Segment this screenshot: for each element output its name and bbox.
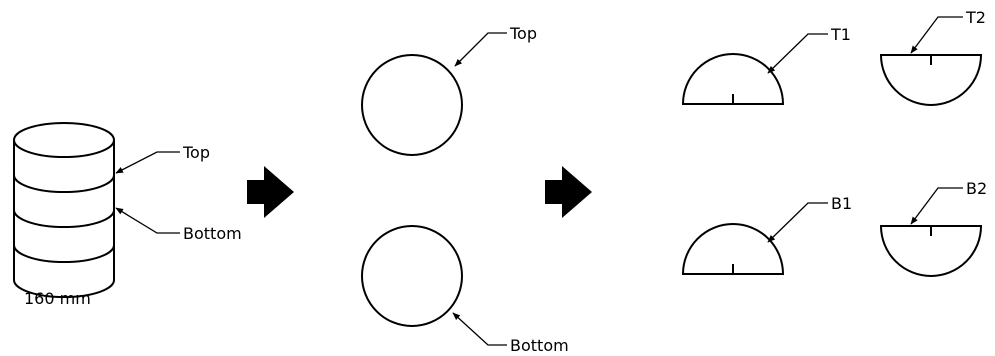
b1-label: B1 [831, 194, 852, 213]
b2-half-disc [879, 225, 983, 277]
t1-half-disc [681, 53, 785, 105]
top-leader [115, 151, 180, 174]
b1-half-disc [681, 223, 785, 275]
stacked-cylinder [13, 122, 115, 298]
top-disc [361, 54, 463, 156]
t2-leader [910, 16, 963, 54]
stage2-bottom-leader [452, 312, 507, 346]
dimension-label: 160 mm [24, 289, 91, 308]
stage2-bottom-label: Bottom [510, 336, 569, 355]
stage1-bottom-label: Bottom [183, 224, 242, 243]
t1-leader [767, 33, 828, 74]
b2-label: B2 [966, 179, 987, 198]
t2-label: T2 [965, 8, 986, 27]
process-arrow-1 [247, 166, 294, 218]
t1-label: T1 [830, 25, 851, 44]
bottom-disc [361, 225, 463, 327]
b2-leader [910, 187, 963, 225]
process-arrow-2 [545, 166, 592, 218]
t2-half-disc [879, 54, 983, 106]
stage1-top-label: Top [182, 143, 210, 162]
bottom-leader [115, 207, 180, 234]
stage2-top-label: Top [509, 24, 537, 43]
b1-leader [767, 202, 828, 243]
stage2-top-leader [454, 32, 507, 67]
